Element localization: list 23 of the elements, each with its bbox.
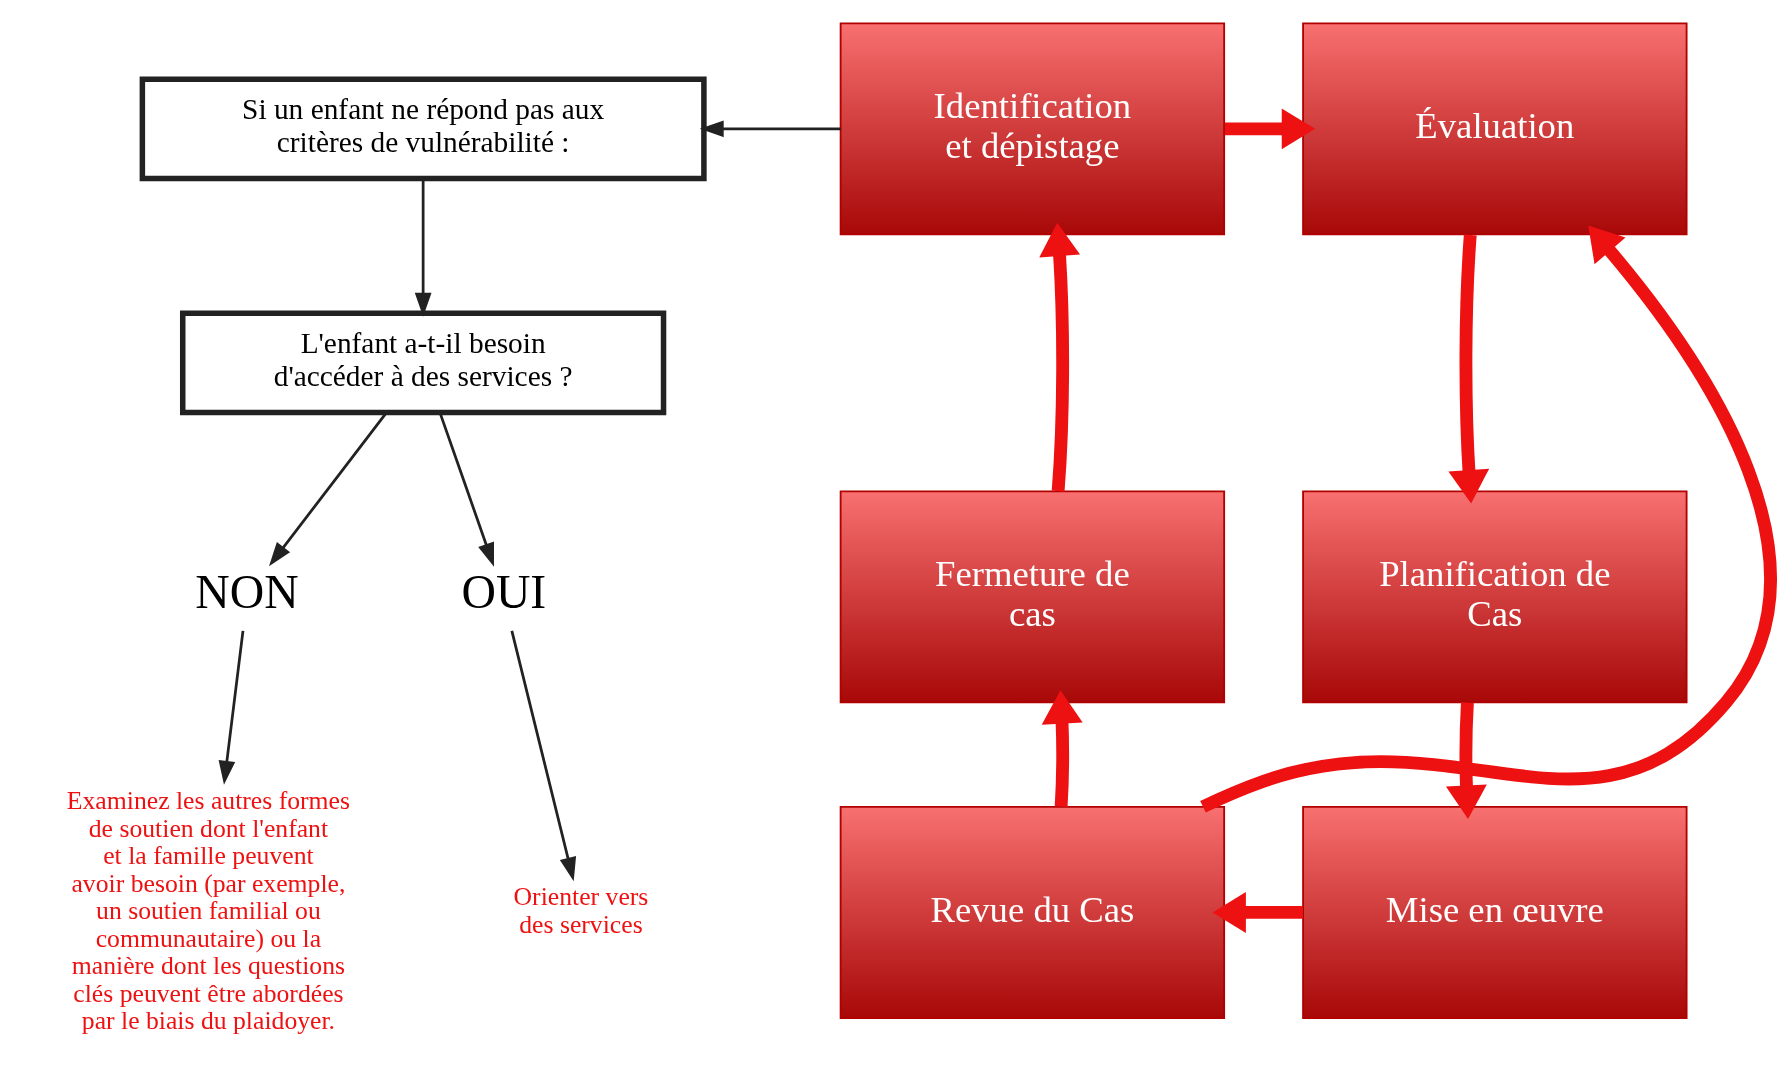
- arrow: [1041, 690, 1083, 808]
- arrow: [218, 630, 245, 785]
- arrow: [1448, 234, 1490, 504]
- node-box: Revue du Cas: [839, 806, 1226, 1019]
- node-box: Évaluation: [1302, 22, 1688, 236]
- node-box: Identification et dépistage: [839, 22, 1226, 236]
- arrow: [510, 630, 577, 882]
- node-box: Mise en œuvre: [1302, 806, 1688, 1019]
- arrow: [1224, 108, 1316, 150]
- node-box: L'enfant a-t-il besoin d'accéder à des services ?: [180, 310, 667, 416]
- arrow: [1212, 892, 1303, 933]
- node-text: Examinez les autres formes de soutien dont l'enfant et la famille peuvent avoir besoin (par exemple, un soutien familial ou communautaire) ou la manière dont les questions clés peuvent être abordées par le biais du plaidoyer.: [66, 786, 351, 1036]
- arrow: [1039, 222, 1081, 492]
- node-text: OUI: [461, 565, 547, 619]
- arrow: [1200, 225, 1777, 813]
- node-text: Orienter vers des services: [513, 882, 649, 939]
- node-box: Fermeture de cas: [839, 490, 1226, 704]
- node-box: Si un enfant ne répond pas aux critères de vulnérabilité :: [139, 76, 707, 182]
- arrow: [414, 178, 432, 317]
- node-box: Planification de Cas: [1302, 490, 1688, 704]
- arrow: [1445, 702, 1487, 819]
- node-text: NON: [195, 565, 299, 619]
- arrow: [699, 120, 841, 138]
